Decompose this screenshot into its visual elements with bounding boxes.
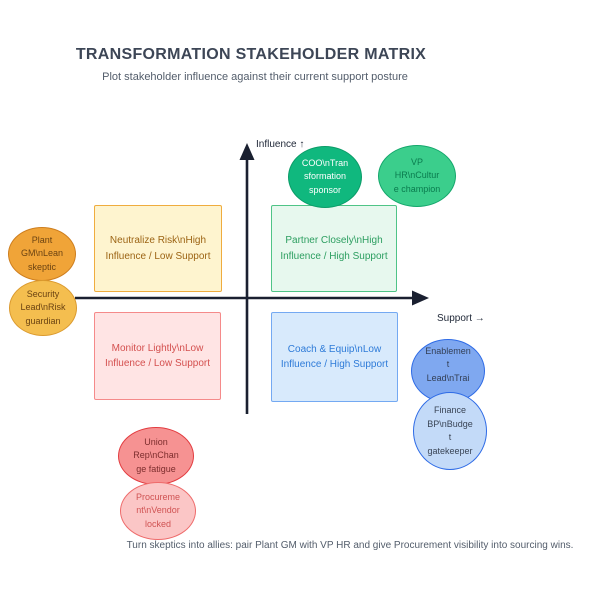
stakeholder-coo: COO\nTran sformation sponsor <box>288 146 362 208</box>
page-title: TRANSFORMATION STAKEHOLDER MATRIX <box>75 46 427 63</box>
footer-note: Turn skeptics into allies: pair Plant GM… <box>126 540 574 551</box>
stakeholder-finance-bp: Finance BP\nBudge t gatekeeper <box>413 392 487 470</box>
stakeholder-security-lead: Security Lead\nRisk guardian <box>9 280 77 336</box>
stakeholder-procurement: Procureme nt\nVendor locked <box>120 482 196 540</box>
support-axis-label: Support → <box>437 313 485 324</box>
quadrant-coach-equip: Coach & Equip\nLow Influence / High Supp… <box>271 312 398 402</box>
page-subtitle: Plot stakeholder influence against their… <box>102 71 408 83</box>
quadrant-neutralize-risk: Neutralize Risk\nHigh Influence / Low Su… <box>94 205 222 292</box>
stakeholder-enablement-lead: Enablemen t Lead\nTrai <box>411 339 485 403</box>
stakeholder-vp-hr: VP HR\nCultur e champion <box>378 145 456 207</box>
support-axis-arrow-icon <box>412 290 429 306</box>
quadrant-partner-closely: Partner Closely\nHigh Influence / High S… <box>271 205 397 292</box>
quadrant-monitor-lightly: Monitor Lightly\nLow Influence / Low Sup… <box>94 312 221 400</box>
influence-axis-label: Influence ↑ <box>256 139 305 150</box>
stakeholder-plant-gm: Plant GM\nLean skeptic <box>8 227 76 281</box>
stakeholder-union-rep: Union Rep\nChan ge fatigue <box>118 427 194 485</box>
influence-axis-arrow-icon <box>239 143 255 160</box>
